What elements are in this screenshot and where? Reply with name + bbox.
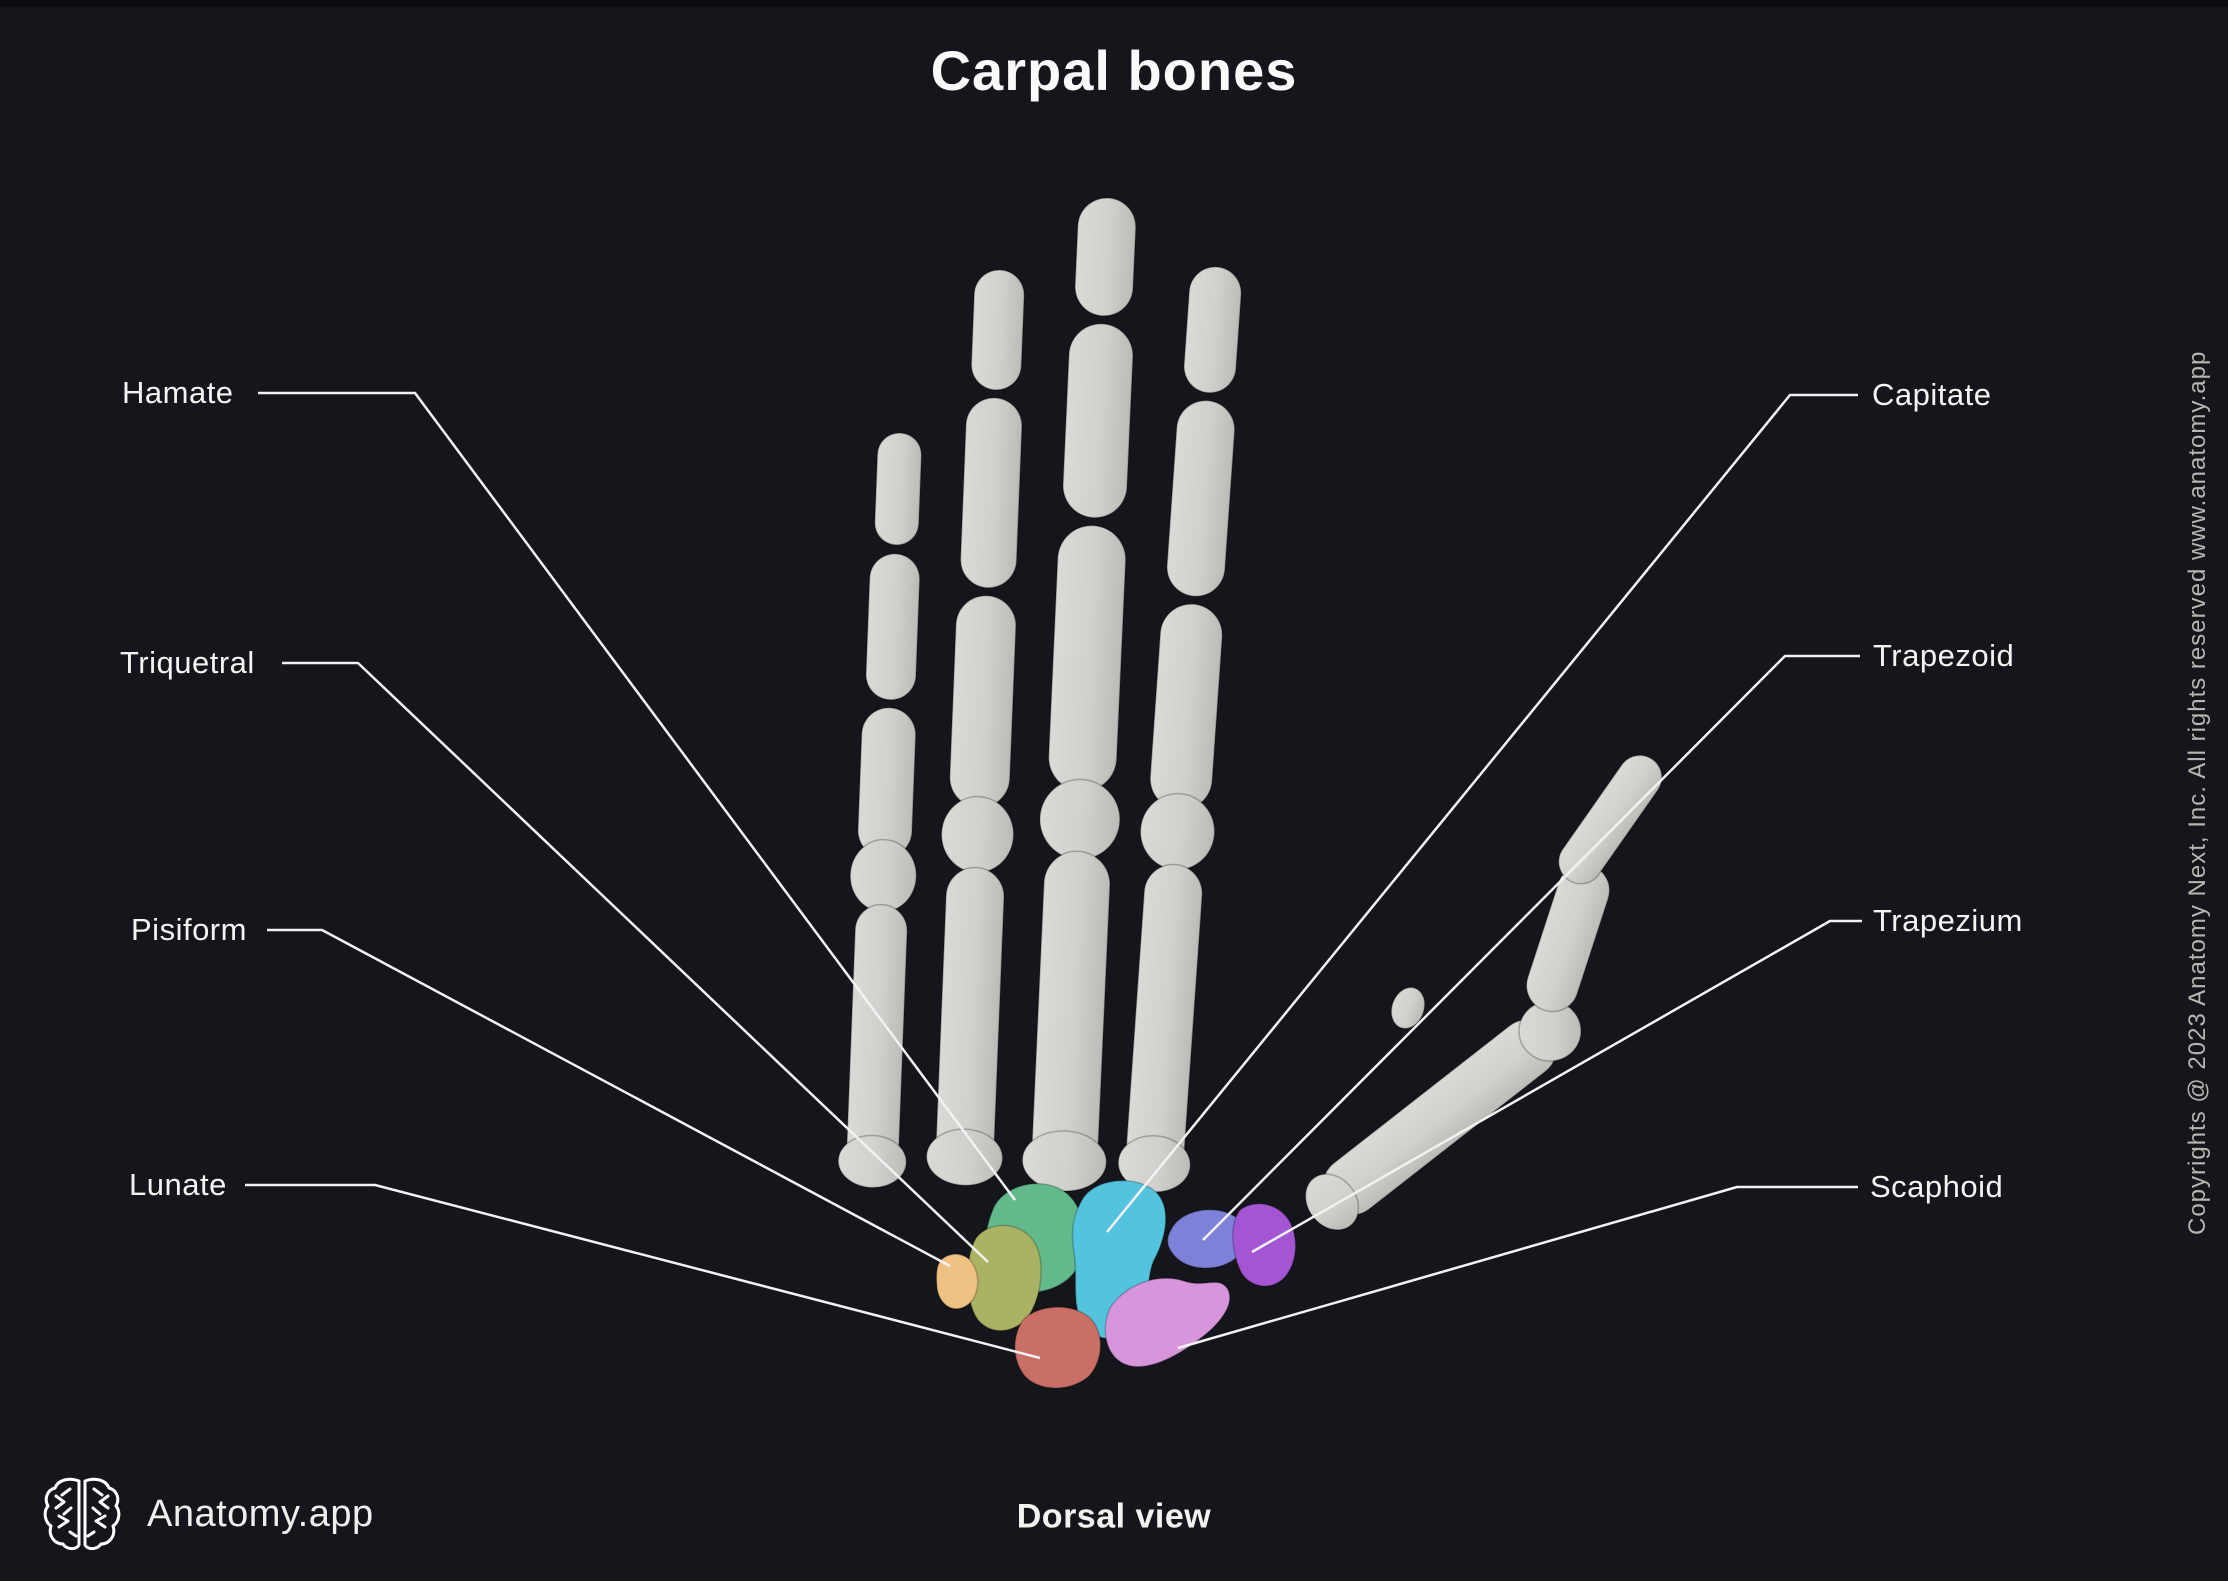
- thumb-proximal-phalanx: [1525, 863, 1611, 1013]
- finger-pinky: [837, 432, 923, 1189]
- triquetral-leader-line: [282, 661, 989, 1263]
- lunate-leader-line: [245, 1183, 1041, 1360]
- index-metacarpal: [1125, 863, 1203, 1177]
- finger-thumb: [1304, 754, 1663, 1231]
- label-trapezoid: Trapezoid: [1873, 638, 2015, 673]
- leader-lines: [245, 391, 1862, 1360]
- finger-ring: [925, 269, 1025, 1187]
- view-label: Dorsal view: [1016, 1497, 1212, 1536]
- pisiform-bone: [935, 1253, 979, 1310]
- middle-knuckle: [1039, 778, 1121, 861]
- hand-skeleton: [837, 197, 1663, 1231]
- pinky-metacarpal: [846, 903, 908, 1174]
- middle-distal-phalanx: [1074, 197, 1137, 317]
- brand-name: Anatomy.app: [147, 1492, 374, 1535]
- middle-metacarpal: [1031, 850, 1111, 1174]
- label-hamate: Hamate: [122, 375, 234, 410]
- thumb-distal-phalanx: [1557, 754, 1663, 885]
- thumb-sesamoid: [1390, 986, 1426, 1030]
- pinky-distal-phalanx: [874, 432, 923, 546]
- brand-footer: Anatomy.app: [43, 1475, 374, 1553]
- label-triquetral: Triquetral: [120, 645, 255, 680]
- top-strip: [0, 0, 2228, 7]
- pisiform-leader-line: [267, 928, 951, 1268]
- page-title: Carpal bones: [930, 39, 1298, 102]
- middle-middle-phalanx: [1062, 323, 1134, 519]
- index-middle-phalanx: [1166, 399, 1236, 598]
- pinky-proximal-phalanx: [857, 707, 917, 859]
- label-pisiform: Pisiform: [131, 912, 247, 947]
- brain-icon: [43, 1477, 121, 1551]
- capitate-leader-line: [1106, 393, 1858, 1233]
- trapezoid-bone: [1166, 1209, 1246, 1269]
- ring-proximal-phalanx: [949, 594, 1017, 809]
- index-proximal-phalanx: [1149, 603, 1224, 811]
- label-trapezium: Trapezium: [1873, 903, 2023, 938]
- finger-middle: [1021, 197, 1137, 1192]
- pinky-knuckle: [849, 838, 918, 913]
- pinky-middle-phalanx: [865, 553, 921, 701]
- ring-metacarpal: [935, 866, 1005, 1169]
- label-lunate: Lunate: [129, 1167, 227, 1202]
- ring-metacarpal-base: [925, 1128, 1004, 1187]
- trapezium-leader-line: [1251, 919, 1862, 1254]
- label-capitate: Capitate: [1872, 377, 1992, 412]
- label-scaphoid: Scaphoid: [1870, 1169, 2004, 1204]
- lunate-bone: [1014, 1306, 1102, 1389]
- middle-proximal-phalanx: [1047, 524, 1127, 793]
- pinky-metacarpal-base: [837, 1134, 908, 1189]
- finger-index: [1117, 266, 1242, 1193]
- scaphoid-bone: [1104, 1277, 1231, 1368]
- scaphoid-leader-line: [1177, 1185, 1858, 1350]
- trapezoid-leader-line: [1202, 654, 1860, 1241]
- ring-knuckle: [940, 795, 1015, 874]
- hamate-leader-line: [258, 391, 1017, 1201]
- copyright-text: Copyrights @ 2023 Anatomy Next, Inc. All…: [2184, 350, 2211, 1236]
- ring-middle-phalanx: [959, 397, 1023, 589]
- index-knuckle: [1139, 792, 1216, 871]
- ring-distal-phalanx: [970, 269, 1025, 391]
- carpal-bones-group: [935, 1179, 1297, 1389]
- index-distal-phalanx: [1183, 266, 1242, 394]
